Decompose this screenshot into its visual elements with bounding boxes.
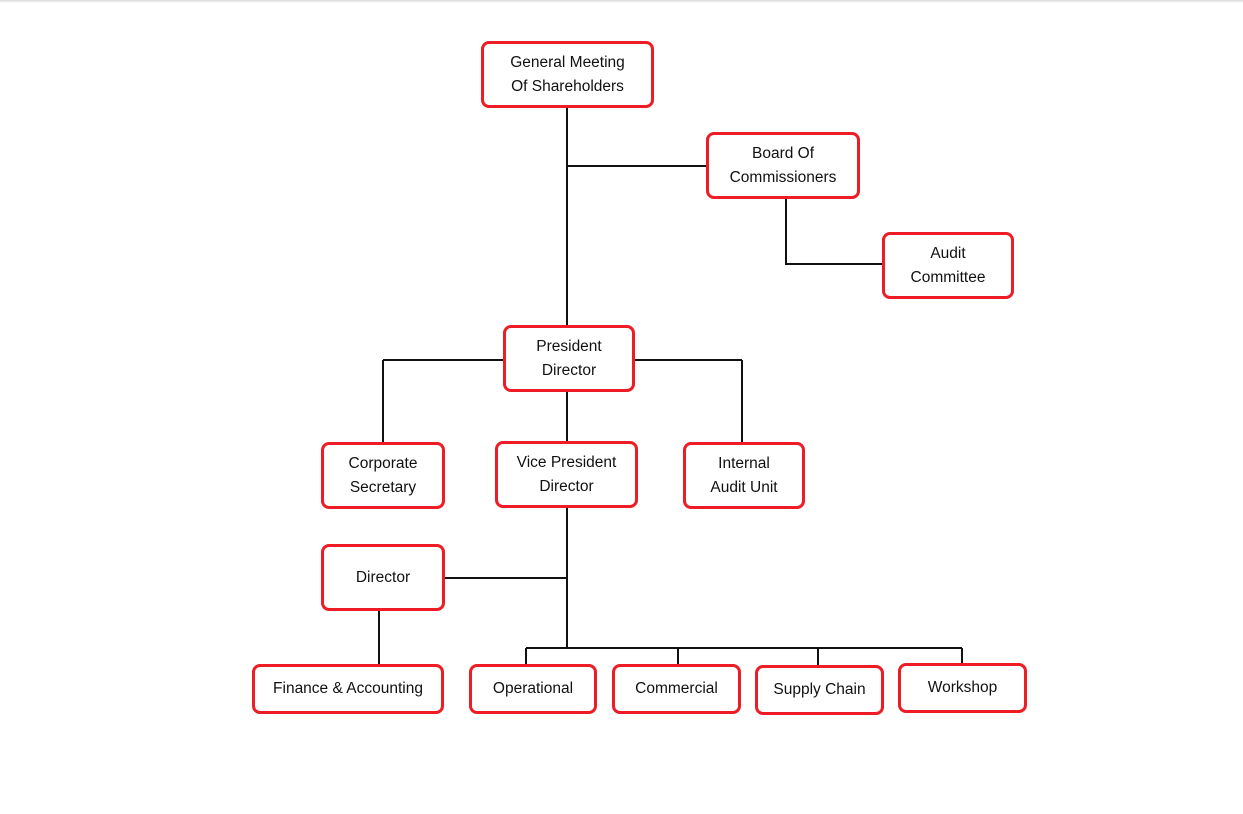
node-operational: Operational bbox=[469, 664, 597, 714]
node-finance-accounting: Finance & Accounting bbox=[252, 664, 444, 714]
node-corporate-secretary: Corporate Secretary bbox=[321, 442, 445, 509]
node-label: Supply Chain bbox=[773, 681, 866, 698]
node-internal-audit-unit: Internal Audit Unit bbox=[683, 442, 805, 509]
node-label: Audit Committee bbox=[910, 244, 986, 286]
node-commercial: Commercial bbox=[612, 664, 741, 714]
node-label: Operational bbox=[492, 680, 574, 697]
node-label: Workshop bbox=[927, 679, 998, 696]
node-audit-committee: Audit Committee bbox=[882, 232, 1014, 299]
node-vice-president-director: Vice President Director bbox=[495, 441, 638, 508]
node-label: Internal Audit Unit bbox=[710, 454, 778, 496]
node-label: President Director bbox=[536, 337, 602, 379]
node-president-director: President Director bbox=[503, 325, 635, 392]
page-top-border bbox=[0, 0, 1243, 3]
node-label: Vice President Director bbox=[516, 453, 617, 495]
node-board-of-commissioners: Board Of Commissioners bbox=[706, 132, 860, 199]
node-label: Corporate Secretary bbox=[348, 454, 418, 496]
node-label: Finance & Accounting bbox=[273, 680, 423, 697]
node-label: General Meeting Of Shareholders bbox=[510, 53, 625, 95]
node-director: Director bbox=[321, 544, 445, 611]
node-label: Board Of Commissioners bbox=[729, 144, 837, 186]
connector-board-to-audit-committee bbox=[785, 199, 882, 265]
node-label: Commercial bbox=[635, 680, 718, 697]
node-general-meeting-of-shareholders: General Meeting Of Shareholders bbox=[481, 41, 654, 108]
node-supply-chain: Supply Chain bbox=[755, 665, 884, 715]
node-label: Director bbox=[355, 568, 411, 586]
node-workshop: Workshop bbox=[898, 663, 1027, 713]
